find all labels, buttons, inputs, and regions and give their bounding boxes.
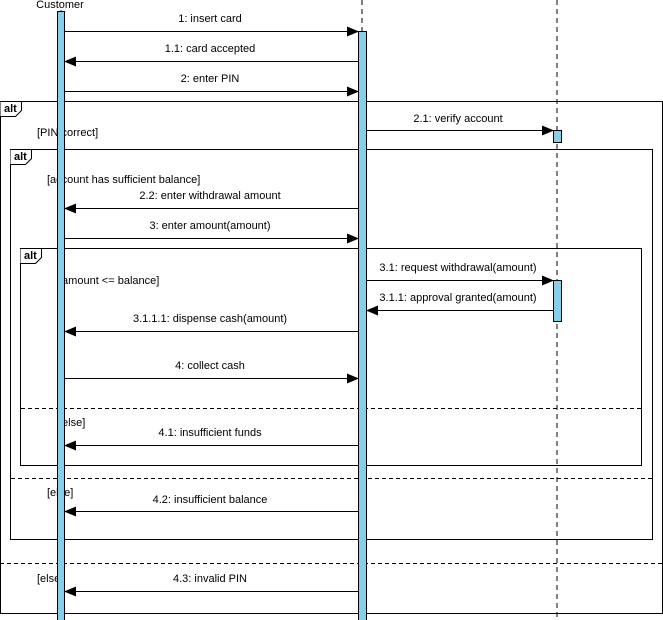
activation-customer bbox=[57, 11, 65, 620]
guard-pin-correct: [PIN correct] bbox=[37, 127, 98, 139]
svg-text:1.1: card accepted: 1.1: card accepted bbox=[165, 43, 256, 55]
alt-tag: alt bbox=[24, 250, 37, 262]
svg-text:1: insert card: 1: insert card bbox=[178, 13, 242, 25]
participant-customer: Customer bbox=[36, 0, 84, 11]
alt-tag: alt bbox=[14, 151, 27, 163]
message-1-1: 1.1: card accepted bbox=[64, 43, 358, 67]
message-3: 3: enter amount(amount) bbox=[65, 220, 359, 244]
message-4: 4: collect cash bbox=[65, 360, 359, 384]
message-2-1: 2.1: verify account bbox=[367, 113, 554, 136]
activation-system bbox=[358, 31, 367, 620]
activation-bank-withdraw bbox=[553, 280, 562, 322]
message-4-3: 4.3: invalid PIN bbox=[64, 573, 358, 597]
guard-amount-le-balance: [amount <= balance] bbox=[59, 275, 159, 287]
svg-text:4.1: insufficient funds: 4.1: insufficient funds bbox=[158, 427, 262, 439]
guard-else: [else] bbox=[59, 417, 85, 429]
message-2: 2: enter PIN bbox=[65, 73, 359, 97]
guard-account-sufficient: [account has sufficient balance] bbox=[47, 174, 200, 186]
message-3-1-1: 3.1.1: approval granted(amount) bbox=[366, 292, 553, 316]
svg-text:2.2: enter withdrawal amount: 2.2: enter withdrawal amount bbox=[139, 190, 280, 202]
message-3-1-1-1: 3.1.1.1: dispense cash(amount) bbox=[64, 313, 358, 337]
message-3-1: 3.1: request withdrawal(amount) bbox=[367, 262, 554, 286]
alt-tag: alt bbox=[4, 103, 17, 115]
alt-fragment-amount: alt [amount <= balance] [else] bbox=[20, 248, 642, 466]
svg-text:4: collect cash: 4: collect cash bbox=[175, 360, 245, 372]
svg-text:2: enter PIN: 2: enter PIN bbox=[181, 73, 240, 85]
svg-text:4.3: invalid PIN: 4.3: invalid PIN bbox=[173, 573, 247, 585]
message-4-2: 4.2: insufficient balance bbox=[64, 494, 358, 517]
svg-text:4.2: insufficient balance: 4.2: insufficient balance bbox=[153, 494, 268, 506]
guard-else: [else] bbox=[37, 573, 63, 585]
svg-text:3.1.1: approval granted(amount: 3.1.1: approval granted(amount) bbox=[379, 292, 536, 304]
activation-bank-verify bbox=[553, 130, 562, 143]
svg-text:2.1: verify account: 2.1: verify account bbox=[413, 113, 502, 125]
svg-text:3.1: request withdrawal(amount: 3.1: request withdrawal(amount) bbox=[379, 262, 536, 274]
svg-text:3: enter amount(amount): 3: enter amount(amount) bbox=[149, 220, 270, 232]
message-2-2: 2.2: enter withdrawal amount bbox=[64, 190, 358, 214]
svg-text:3.1.1.1: dispense cash(amount): 3.1.1.1: dispense cash(amount) bbox=[133, 313, 287, 325]
message-1: 1: insert card bbox=[65, 13, 359, 37]
alt-fragment-balance: alt [account has sufficient balance] [el… bbox=[10, 149, 653, 540]
message-4-1: 4.1: insufficient funds bbox=[64, 427, 358, 451]
